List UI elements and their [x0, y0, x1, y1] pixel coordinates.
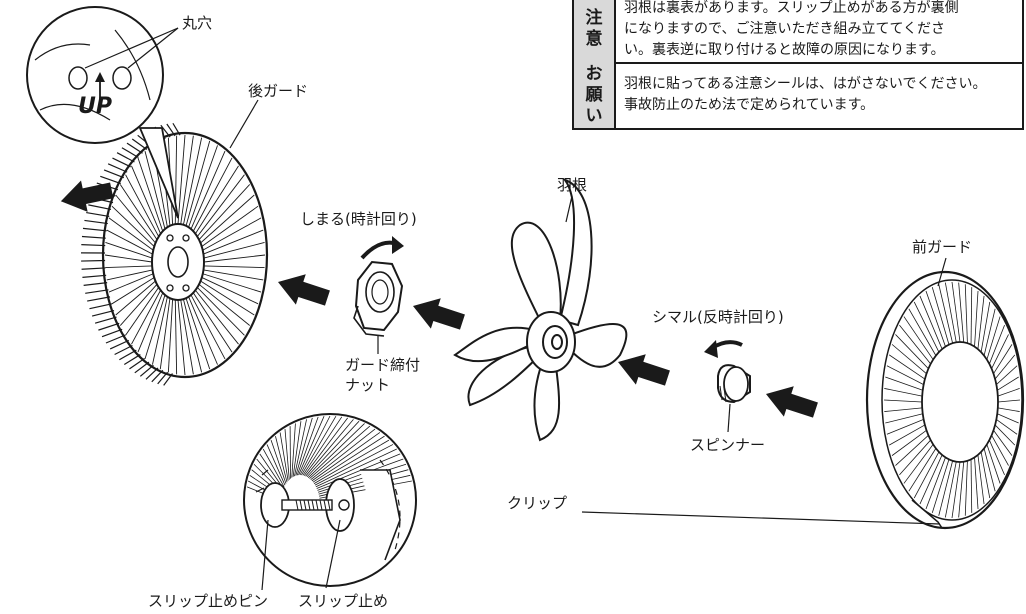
direction-arrow-icon — [273, 266, 333, 314]
fan-blade — [453, 178, 628, 442]
rear-guard — [81, 122, 269, 386]
request-text: 羽根に貼ってある注意シールは、はがさないでください。 事故防止のため法で定められ… — [624, 76, 987, 113]
spinner — [717, 364, 751, 404]
label-round-hole: 丸穴 — [182, 14, 213, 32]
notice-box: 注 意 羽根は裏表があります。スリップ止めがある方が裏側 になりますので、ご注意… — [572, 0, 1024, 130]
clockwise-arrow-icon — [360, 236, 404, 260]
label-up: UP — [78, 94, 112, 119]
label-slip-pin: スリップ止めピン — [148, 592, 269, 610]
detail-slip-stop — [243, 413, 417, 587]
label-slip-stop: スリップ止め — [298, 592, 389, 610]
label-front-guard: 前ガード — [912, 238, 973, 256]
zoom-bubble-round-holes — [26, 6, 179, 219]
label-loosen: シマル(反時計回り) — [652, 308, 784, 326]
caution-row: 注 意 羽根は裏表があります。スリップ止めがある方が裏側 になりますので、ご注意… — [574, 0, 1022, 64]
direction-arrow-icon — [761, 378, 821, 426]
caution-tag: 注 意 — [574, 0, 616, 62]
direction-arrow-icon — [613, 346, 673, 394]
label-tighten: しまる(時計回り) — [300, 210, 417, 228]
label-guard-nut-1: ガード締付 — [345, 356, 421, 374]
counterclockwise-arrow-icon — [704, 340, 743, 358]
request-row: お 願 い 羽根に貼ってある注意シールは、はがさないでください。 事故防止のため… — [574, 62, 1022, 128]
label-guard-nut-2: ナット — [345, 376, 391, 394]
caution-text: 羽根は裏表があります。スリップ止めがある方が裏側 になりますので、ご注意いただき… — [624, 0, 959, 58]
label-blade: 羽根 — [557, 176, 588, 194]
leader-lines — [229, 99, 947, 591]
label-rear-guard: 後ガード — [248, 82, 309, 100]
label-clip: クリップ — [507, 494, 568, 512]
guard-nut — [353, 260, 404, 337]
front-guard — [865, 270, 1025, 530]
direction-arrow-icon — [408, 290, 468, 338]
label-spinner: スピンナー — [690, 436, 766, 454]
request-tag: お 願 い — [574, 62, 616, 128]
direction-arrow-icon — [57, 174, 116, 217]
